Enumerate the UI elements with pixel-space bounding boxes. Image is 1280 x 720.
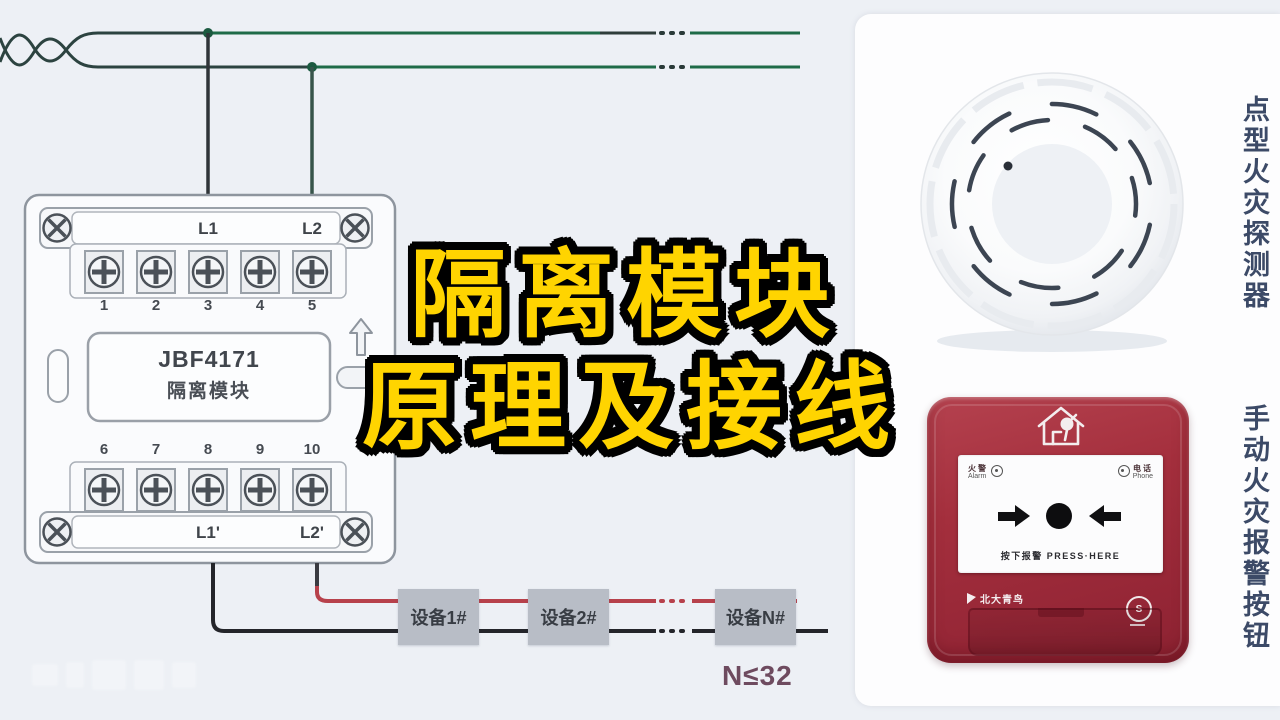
certification-mark-icon: S [1126, 596, 1152, 622]
brand-name: 北大青鸟 [980, 595, 1024, 606]
device-count-limit: N≤32 [722, 660, 793, 691]
alarm-led-icon [991, 465, 1003, 477]
video-title-line2: 原理及接线 [362, 354, 902, 461]
terminal-number: 2 [151, 297, 161, 314]
alarm-label-cn: 火警 [968, 464, 988, 473]
device-box-n: 设备N# [715, 589, 796, 645]
terminal-number: 8 [203, 441, 213, 458]
up-arrow-icon [349, 318, 373, 356]
press-here-text: 按下报警 PRESS·HERE [1000, 551, 1121, 561]
device-box-1: 设备1# [398, 589, 479, 645]
terminal-label-l1: L1 [198, 219, 218, 238]
loop-bus-lines [208, 31, 800, 69]
junction-dot-l2 [307, 62, 317, 72]
terminal-number: 1 [99, 297, 109, 314]
device-box-2: 设备2# [528, 589, 609, 645]
phone-jack-icon [1117, 465, 1130, 477]
module-name: 隔离模块 [166, 381, 251, 402]
video-title-line1: 隔离模块 [410, 242, 842, 349]
flap-notch [1038, 608, 1084, 617]
terminal-number: 3 [203, 297, 213, 314]
watermark [32, 652, 197, 698]
alarm-label-en: Alarm [968, 473, 987, 481]
press-point-dot [1046, 503, 1072, 529]
terminal-number: 7 [151, 441, 161, 458]
twisted-pair-wires [0, 31, 312, 69]
callpoint-caption: 手动火灾报警按钮 [1239, 404, 1269, 652]
house-alarm-icon [1037, 406, 1085, 446]
module-model: JBF4171 [158, 346, 260, 372]
detector-caption: 点型火灾探测器 [1239, 95, 1269, 312]
press-arrow-left-icon [1089, 505, 1121, 527]
certification-dash [1130, 624, 1145, 626]
terminal-label-l1-out: L1' [196, 523, 220, 542]
terminal-label-l2: L2 [302, 219, 322, 238]
phone-label-en: Phone [1132, 473, 1153, 481]
junction-dot-l1 [203, 28, 213, 38]
bird-logo-icon [967, 593, 976, 604]
terminal-number: 4 [255, 297, 265, 314]
terminal-number: 10 [303, 441, 321, 458]
terminal-label-l2-out: L2' [300, 523, 324, 542]
brand-logo: 北大青鸟 [967, 591, 1024, 606]
press-arrow-right-icon [998, 505, 1030, 527]
phone-label-cn: 电话 [1133, 464, 1153, 473]
terminal-number: 5 [307, 297, 317, 314]
callpoint-bevel [934, 404, 1182, 656]
terminal-number: 9 [255, 441, 265, 458]
terminal-number: 6 [99, 441, 109, 458]
resettable-element [968, 608, 1162, 656]
